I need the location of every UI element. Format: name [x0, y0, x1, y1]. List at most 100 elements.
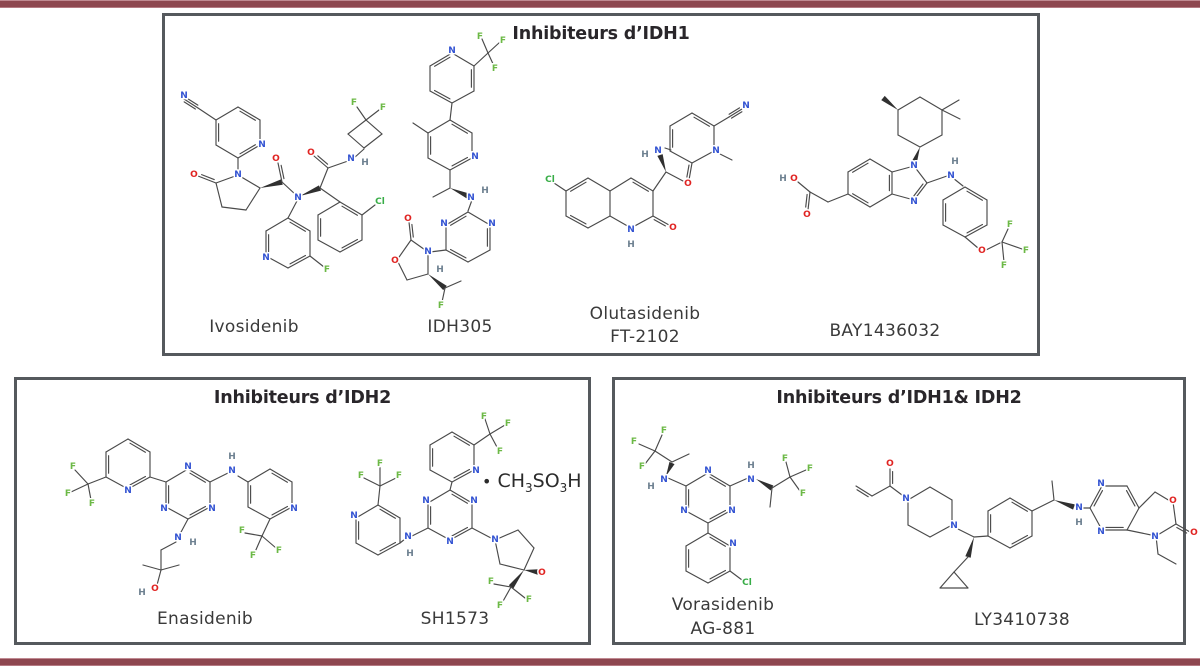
atom-label-n: N — [160, 504, 168, 514]
atom-label-h: H — [1075, 518, 1083, 528]
atom-label-n: N — [950, 521, 958, 531]
label-ivosidenib: Ivosidenib — [209, 317, 299, 337]
atom-label-n: N — [440, 219, 448, 229]
atom-label-f: F — [239, 526, 245, 536]
panel-title-idh2: Inhibiteurs d’IDH2 — [213, 388, 392, 408]
atom-label-h: H — [228, 452, 236, 462]
atom-label-h: H — [436, 265, 444, 275]
atom-label-f: F — [1007, 220, 1013, 230]
atom-label-n: N — [704, 466, 712, 476]
atom-label-n: N — [184, 462, 192, 472]
atom-label-o: O — [151, 584, 159, 594]
atom-label-o: O — [538, 568, 546, 578]
atom-label-n: N — [910, 161, 918, 171]
panel-idh1-inhibitors: Inhibiteurs d’IDH1 — [162, 13, 1040, 356]
atom-label-n: N — [1097, 479, 1105, 489]
atom-label-n: N — [262, 253, 270, 263]
atom-label-n: N — [491, 535, 499, 545]
atom-label-o: O — [1169, 496, 1177, 506]
atom-label-n: N — [729, 539, 737, 549]
atom-label-h: H — [951, 157, 959, 167]
atom-label-h: H — [138, 588, 146, 598]
label-bay1436032: BAY1436032 — [829, 321, 941, 341]
label-olutasidenib: Olutasidenib — [589, 304, 701, 324]
atom-label-h: H — [189, 538, 197, 548]
atom-label-n: N — [228, 466, 236, 476]
atom-label-f: F — [807, 464, 813, 474]
atom-label-n: N — [712, 146, 720, 156]
atom-label-n: N — [234, 170, 242, 180]
atom-label-h: H — [779, 174, 787, 184]
atom-label-n: N — [947, 171, 955, 181]
atom-label-cl: Cl — [545, 175, 555, 185]
label-ly3410738: LY3410738 — [973, 610, 1071, 630]
atom-label-cl: Cl — [742, 578, 752, 588]
atom-label-n: N — [680, 506, 688, 516]
atom-label-f: F — [1023, 246, 1029, 256]
atom-label-o: O — [886, 459, 894, 469]
atom-label-f: F — [782, 454, 788, 464]
atom-label-n: N — [654, 146, 662, 156]
label-vorasidenib: Vorasidenib — [671, 595, 775, 615]
panel-title-idh1-idh2: Inhibiteurs d’IDH1& IDH2 — [776, 388, 1022, 408]
atom-label-h: H — [406, 549, 414, 559]
panel-idh2-inhibitors: Inhibiteurs d’IDH2 — [14, 377, 591, 645]
atom-label-f: F — [477, 32, 483, 42]
atom-label-f: F — [324, 265, 330, 275]
panel-title-idh1: Inhibiteurs d’IDH1 — [512, 24, 690, 44]
atom-label-f: F — [497, 601, 503, 611]
label-ft2102: FT-2102 — [610, 327, 680, 347]
atom-label-f: F — [639, 462, 645, 472]
atom-label-f: F — [396, 471, 402, 481]
atom-label-n: N — [180, 91, 188, 101]
label-sh1573: SH1573 — [420, 609, 490, 629]
atom-label-h: H — [647, 482, 655, 492]
atom-label-n: N — [446, 537, 454, 547]
atom-label-n: N — [258, 140, 266, 150]
atom-label-f: F — [488, 577, 494, 587]
atom-label-o: O — [803, 210, 811, 220]
atom-label-n: N — [742, 101, 750, 111]
atom-label-f: F — [661, 426, 667, 436]
label-enasidenib: Enasidenib — [156, 609, 254, 629]
atom-label-f: F — [492, 64, 498, 74]
atom-label-h: H — [361, 158, 369, 168]
bottom-accent-bar — [0, 658, 1200, 666]
atom-label-n: N — [747, 475, 755, 485]
atom-label-n: N — [424, 247, 432, 257]
atom-label-f: F — [481, 412, 487, 422]
atom-label-o: O — [190, 170, 198, 180]
atom-label-f: F — [505, 419, 511, 429]
atom-label-h: H — [627, 240, 635, 250]
atom-label-n: N — [290, 504, 298, 514]
atom-label-n: N — [627, 225, 635, 235]
atom-label-n: N — [728, 506, 736, 516]
atom-label-f: F — [526, 595, 532, 605]
atom-label-f: F — [250, 551, 256, 561]
atom-label-h: H — [481, 186, 489, 196]
atom-label-n: N — [404, 532, 412, 542]
atom-label-f: F — [500, 36, 506, 46]
atom-label-n: N — [208, 504, 216, 514]
atom-label-n: N — [422, 496, 430, 506]
atom-label-n: N — [294, 193, 302, 203]
atom-label-f: F — [89, 499, 95, 509]
atom-label-o: O — [404, 214, 412, 224]
atom-label-n: N — [448, 46, 456, 56]
atom-label-f: F — [438, 301, 444, 311]
top-accent-bar — [0, 0, 1200, 8]
atom-label-n: N — [1097, 527, 1105, 537]
atom-label-f: F — [358, 471, 364, 481]
atom-label-h: H — [747, 461, 755, 471]
atom-label-f: F — [497, 447, 503, 457]
atom-label-n: N — [471, 152, 479, 162]
atom-label-f: F — [276, 546, 282, 556]
